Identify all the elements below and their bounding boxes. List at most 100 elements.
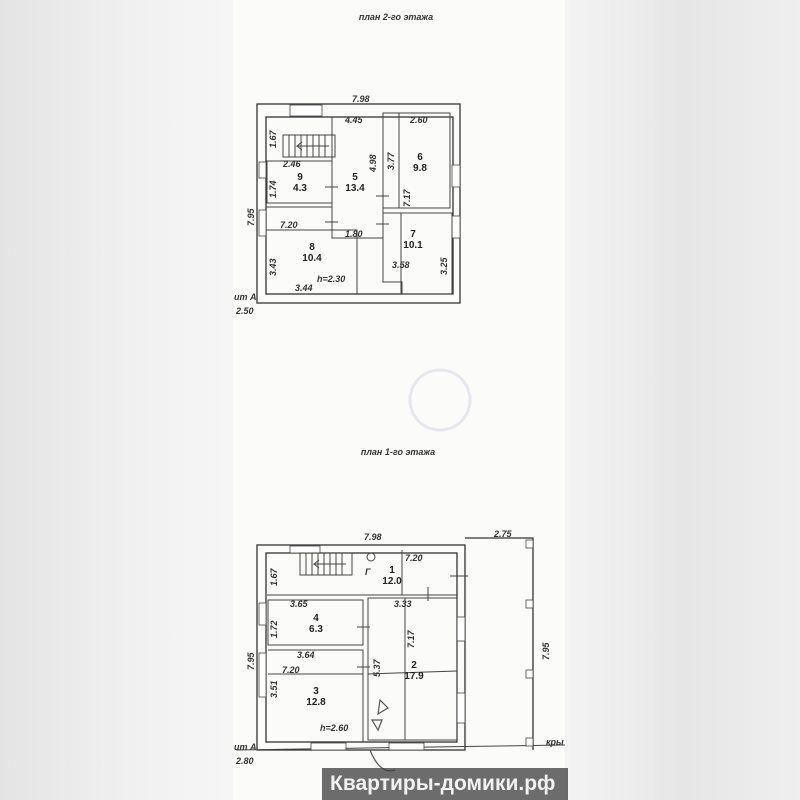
room-label-2: 217.9: [404, 660, 424, 682]
dim-outer-height: 7.95: [246, 207, 256, 226]
svg-text:12.8: 12.8: [306, 697, 326, 708]
dim: 7.20: [282, 665, 300, 675]
floor-1-inner-wall: [265, 552, 458, 743]
dim: 3.43: [268, 258, 278, 276]
room-2-lines: [367, 598, 458, 740]
dim: 1.72: [269, 620, 279, 638]
window: [456, 616, 466, 642]
column: [525, 599, 534, 609]
faint-stamp: [408, 368, 472, 432]
svg-text:17.9: 17.9: [404, 671, 424, 682]
dim: 3.58: [392, 260, 410, 270]
dim: 2.46: [282, 159, 302, 169]
floor-2-outer-wall: [256, 103, 461, 304]
dim: 5.37: [372, 658, 382, 677]
column: [525, 737, 534, 747]
dim: 3.77: [386, 151, 396, 170]
svg-text:9: 9: [297, 172, 303, 183]
dim: 3.33: [394, 599, 412, 609]
room-1: [267, 550, 457, 596]
dim: 7.20: [405, 553, 423, 563]
dim: 1.80: [345, 229, 363, 239]
watermark-band: [322, 768, 568, 800]
gas-label: Г: [365, 567, 371, 577]
window: [388, 742, 425, 751]
svg-text:10.1: 10.1: [403, 240, 423, 251]
dim-outer-width: 7.98: [364, 532, 382, 542]
dim-extension-height: 7.95: [541, 641, 551, 660]
dim: 3.44: [295, 283, 313, 293]
ceiling-height: h=2.30: [317, 274, 345, 284]
blurred-background-left: [0, 0, 233, 800]
room-8: [266, 206, 358, 294]
svg-text:12.0: 12.0: [382, 576, 402, 587]
window: [258, 209, 267, 237]
extension-wall: [465, 537, 534, 750]
window: [451, 164, 461, 188]
doors: [325, 186, 389, 225]
floor-2-plan: план 2-го этажа 7.98 4.45 2.46 2.60 7.20…: [234, 12, 461, 316]
axis-label: ит А: [234, 742, 257, 752]
dim: 1.67: [269, 567, 279, 586]
room-label-3: 312.8: [306, 686, 326, 708]
room-3: [268, 649, 364, 742]
column: [525, 539, 534, 549]
room-label-1: 112.0: [382, 565, 402, 587]
room-7: [382, 212, 453, 295]
porch-label: кры: [546, 737, 564, 747]
svg-text:1: 1: [389, 565, 395, 576]
svg-text:5: 5: [352, 172, 358, 183]
dim: 7.17: [406, 629, 416, 648]
room-label-6: 69.8: [413, 152, 427, 174]
window: [289, 104, 323, 117]
blurred-background-right: [565, 0, 800, 800]
level-label: 2.80: [235, 756, 254, 766]
room-label-9: 94.3: [293, 172, 307, 194]
floor-1-plan: план 1-го этажа 7.98 2.75 7.20 3.65 3.33…: [234, 447, 566, 772]
stair-steps: [305, 553, 346, 575]
stair-steps: [288, 135, 329, 157]
room-label-5: 513.4: [345, 172, 365, 194]
svg-text:13.4: 13.4: [345, 183, 365, 194]
dim: 3.51: [269, 680, 279, 698]
watermark-text: Квартиры-домики.рф: [330, 772, 556, 795]
axis-label: ит А: [234, 292, 257, 302]
svg-text:10.4: 10.4: [302, 253, 322, 264]
dim: 4.45: [344, 115, 364, 125]
window: [310, 742, 347, 751]
dim: 2.60: [409, 115, 428, 125]
doors: [357, 575, 468, 668]
svg-text:8: 8: [309, 242, 315, 253]
svg-text:6: 6: [417, 152, 423, 163]
room-label-4: 46.3: [309, 613, 323, 635]
floor-2-title: план 2-го этажа: [359, 12, 433, 22]
staircase: [299, 552, 353, 576]
floor-1-outer-wall: [256, 544, 466, 751]
room-4: [267, 599, 364, 646]
window: [258, 652, 267, 698]
dim: 4.98: [368, 154, 378, 173]
floor-2-inner-wall: [265, 116, 454, 295]
dim-outer-height: 7.95: [246, 651, 256, 670]
window: [451, 215, 461, 239]
dim: 3.25: [439, 256, 449, 275]
floor-1-title: план 1-го этажа: [361, 447, 435, 457]
window: [258, 161, 267, 179]
svg-text:3: 3: [313, 686, 319, 697]
boiler-icon: [366, 552, 376, 562]
window: [258, 602, 267, 626]
dim: 7.17: [402, 188, 412, 207]
room-label-8: 810.4: [302, 242, 322, 264]
svg-text:7: 7: [410, 229, 416, 240]
svg-text:4: 4: [313, 613, 319, 624]
staircase: [282, 134, 336, 158]
svg-text:4.3: 4.3: [293, 183, 307, 194]
column: [525, 669, 534, 679]
room-label-7: 710.1: [403, 229, 423, 251]
level-label: 2.50: [235, 306, 254, 316]
dim: 1.67: [268, 129, 278, 148]
svg-text:2: 2: [411, 660, 417, 671]
room-2: [367, 597, 458, 741]
window: [289, 545, 321, 554]
